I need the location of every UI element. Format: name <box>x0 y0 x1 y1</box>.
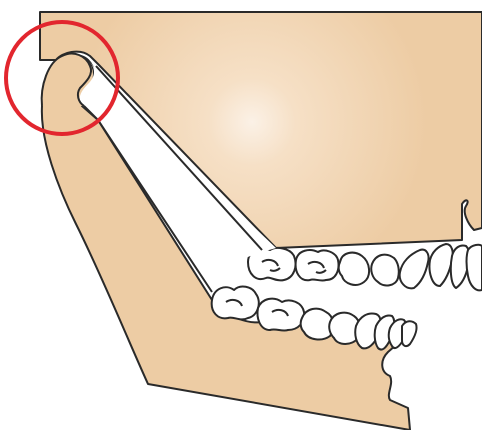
upper-premolar-1 <box>339 253 369 285</box>
upper-teeth <box>248 244 482 290</box>
lower-molar-2 <box>258 299 305 331</box>
upper-premolar-2 <box>371 255 399 286</box>
lower-incisor-front <box>402 321 417 346</box>
upper-incisor-front <box>467 245 482 291</box>
lower-molar-1 <box>212 287 259 320</box>
upper-molar-2 <box>296 250 339 281</box>
upper-canine <box>400 250 429 289</box>
upper-incisor-1 <box>429 244 452 286</box>
